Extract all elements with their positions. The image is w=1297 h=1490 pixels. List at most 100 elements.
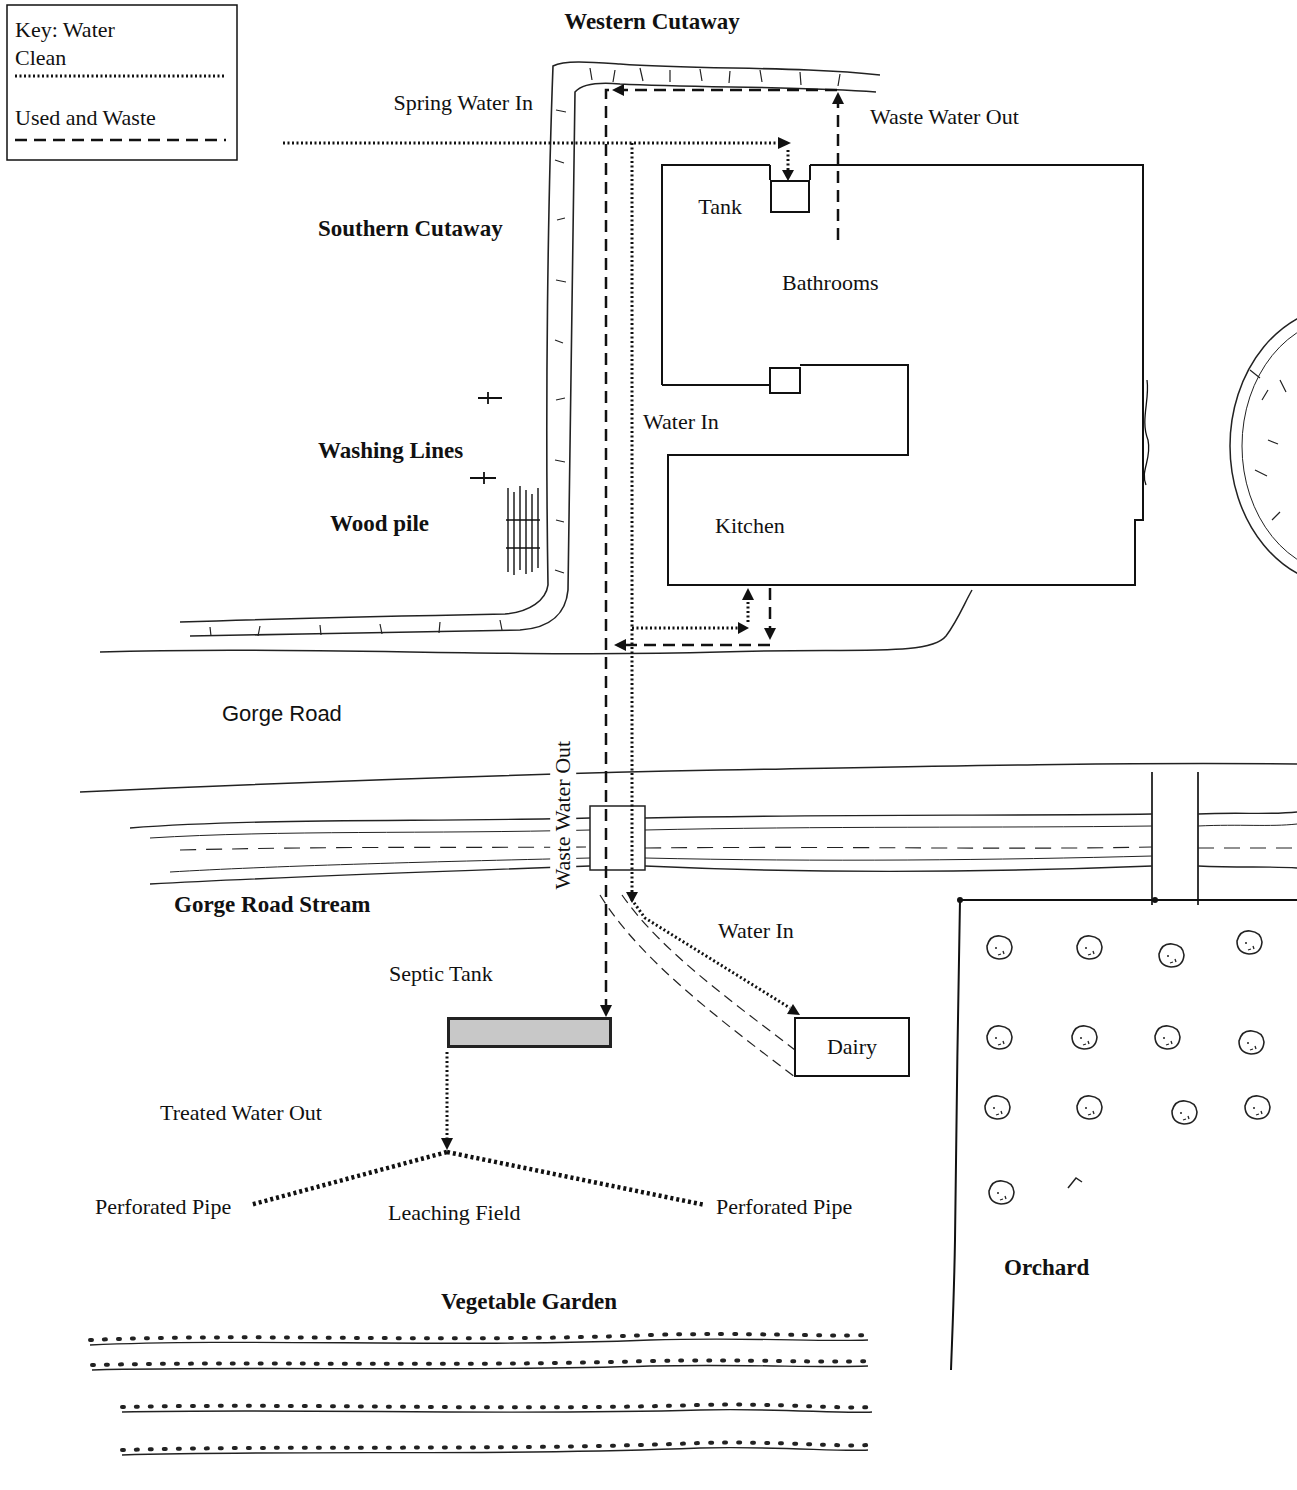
orchard-tree (985, 1096, 1010, 1119)
pipe-label: Perforated Pipe (95, 1194, 231, 1220)
washing-line-mark (470, 392, 502, 484)
well-inner (1242, 318, 1297, 574)
orchard-tree (1155, 1026, 1180, 1049)
road-label: Gorge Road (222, 701, 342, 727)
flow-label: Water In (718, 918, 794, 944)
area-label: Leaching Field (388, 1200, 521, 1226)
orchard-tree (987, 936, 1012, 959)
rock-texture (210, 68, 840, 636)
area-label: Western Cutaway (564, 8, 740, 36)
arrowhead (778, 137, 791, 149)
legend-text: Clean (15, 45, 66, 71)
bridge (1152, 772, 1198, 905)
stream-bank (130, 812, 1297, 828)
room-name: Bathrooms (782, 270, 879, 296)
fence-post (957, 897, 963, 903)
arrowhead (738, 622, 749, 634)
orchard-tree (1239, 1031, 1264, 1054)
arrowhead (787, 1004, 800, 1015)
kitchen-feed (632, 627, 738, 630)
plant-dots (122, 1405, 872, 1408)
flow-label: Treated Water Out (160, 1100, 322, 1126)
garden-row (90, 1339, 868, 1345)
pipe-label: Perforated Pipe (716, 1194, 852, 1220)
cutaway-inner-edge (190, 83, 876, 636)
track-edge (600, 895, 795, 1077)
connector-label: Waste Water Out (550, 738, 576, 893)
fence-post (1152, 897, 1158, 903)
room-name: Kitchen (715, 513, 785, 539)
vegetable-rows (90, 1334, 872, 1455)
stream-water (180, 847, 1297, 850)
arrowhead (441, 1138, 453, 1150)
orchard (951, 897, 1297, 1370)
plant-dots (122, 1443, 868, 1450)
orchard-tree (1077, 1096, 1102, 1119)
garden-row (122, 1410, 872, 1413)
kitchen-feed (747, 600, 750, 622)
stream-bank (150, 866, 1297, 884)
clean-water-lines (250, 137, 800, 1205)
well-circle (1230, 306, 1297, 586)
orchard-tree (1159, 944, 1184, 967)
plant-dots (90, 1334, 868, 1340)
gorge-road (80, 590, 1297, 792)
tank-name: Septic Tank (389, 961, 493, 987)
stream (130, 772, 1297, 905)
clean-arrowheads (441, 137, 800, 1150)
flow-label: Waste Water Out (870, 104, 1019, 130)
arrowhead (626, 892, 638, 903)
flow-label: Water In (643, 409, 719, 435)
legend-sample-waste (15, 139, 226, 142)
area-label: Vegetable Garden (441, 1288, 617, 1316)
orchard-tree (1077, 936, 1102, 959)
road-edge-north (100, 590, 972, 654)
water-tank: Tank (770, 180, 810, 213)
cutaway-wall (180, 62, 880, 636)
septic-tank: Septic Tank (447, 1017, 612, 1048)
orchard-tree (1245, 1096, 1270, 1119)
wall-plant (1144, 380, 1149, 485)
kitchen-drain (769, 588, 772, 628)
cutaway-outer-edge (180, 62, 880, 622)
orchard-fence (951, 900, 1297, 1370)
garden-row (92, 1365, 868, 1370)
legend-sample-clean (15, 75, 226, 78)
waste-pipe (626, 167, 838, 645)
legend-box (7, 5, 237, 160)
yard-items (470, 380, 1149, 575)
culvert (590, 806, 645, 870)
area-label: Orchard (1004, 1254, 1089, 1282)
area-label: Wood pile (330, 510, 429, 538)
building-name: Dairy (827, 1034, 877, 1060)
spring-pipe (283, 142, 778, 145)
plant-dots (92, 1360, 868, 1365)
well-texture (1250, 370, 1286, 520)
stream-bank (150, 824, 1297, 838)
garden-plants (90, 1334, 872, 1450)
clean-pipe (250, 143, 790, 1205)
legend-title: Key: Water (15, 17, 115, 43)
orchard-tree (987, 1026, 1012, 1049)
arrowhead (742, 588, 754, 600)
road-edge-south (80, 764, 1297, 792)
building-wall (662, 165, 1143, 585)
kitchen-tank-symbol (770, 368, 800, 393)
area-label: Washing Lines (318, 437, 463, 465)
arrowhead (764, 628, 776, 640)
legend-frame (7, 5, 237, 160)
young-tree (1068, 1178, 1082, 1188)
tank-name: Tank (698, 194, 742, 220)
water-main (632, 143, 790, 1008)
perforated-pipe (250, 1152, 705, 1205)
kitchen-drain (626, 644, 770, 647)
area-label: Southern Cutaway (318, 215, 503, 243)
well-outer (1230, 306, 1297, 586)
house-outline: BathroomsKitchen Tank (662, 165, 1143, 585)
orchard-tree (1072, 1026, 1097, 1049)
bathroom-drain (837, 167, 840, 240)
flow-label: Spring Water In (393, 90, 533, 116)
